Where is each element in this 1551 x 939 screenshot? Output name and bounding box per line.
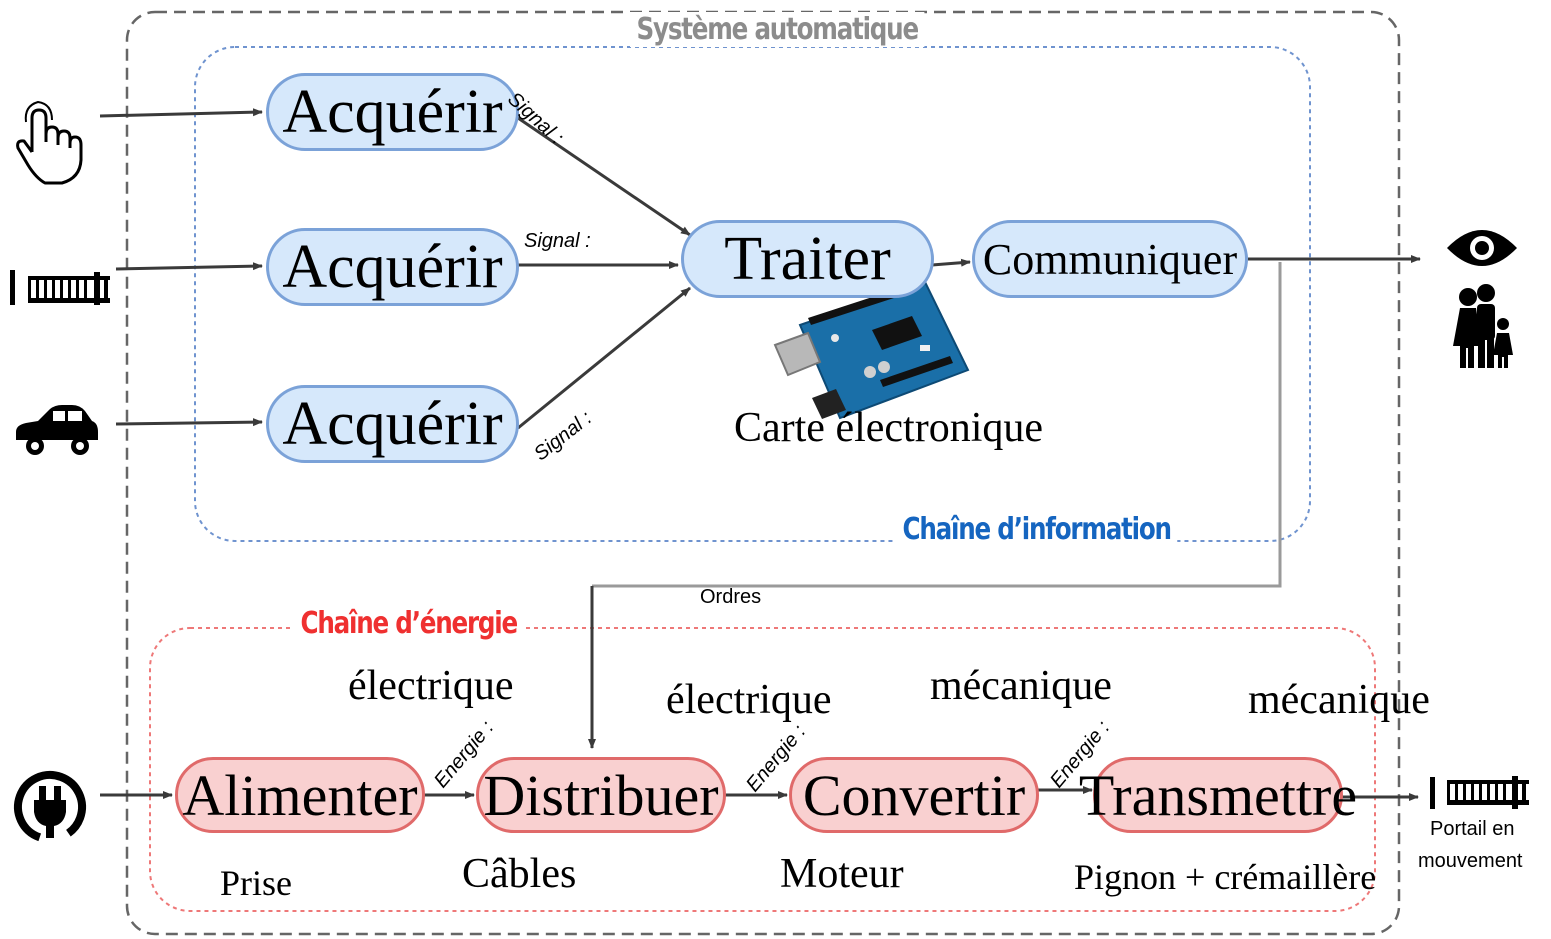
power-plug-icon [14, 771, 86, 843]
component-3: Moteur [780, 851, 904, 897]
gate-icon [10, 270, 110, 305]
component-2: Câbles [462, 851, 577, 897]
board-label: Carte électronique [734, 405, 1044, 451]
energy-type-1: électrique [348, 663, 514, 709]
transmit-label: Transmettre [1078, 762, 1358, 828]
acquire-label-1: Acquérir [282, 77, 503, 146]
family-icon [1453, 284, 1513, 368]
energy-type-3: mécanique [930, 663, 1112, 709]
acquire-label-2: Acquérir [282, 232, 503, 301]
acquire-box-3: Acquérir [266, 385, 519, 463]
output-gate-label-2: mouvement [1418, 850, 1523, 872]
hand-pointer-icon [16, 101, 83, 185]
acquire-box-2: Acquérir [266, 228, 519, 306]
energy-type-2: électrique [666, 677, 832, 723]
supply-label: Alimenter [182, 762, 418, 828]
car-icon [16, 405, 98, 455]
energy-chain-title: Chaîne d’énergie [294, 606, 524, 641]
gate-output-icon [1430, 776, 1529, 809]
arduino-board-icon [773, 280, 970, 420]
distribute-box: Distribuer [476, 757, 726, 833]
orders-label: Ordres [700, 586, 762, 608]
acquire-label-3: Acquérir [282, 389, 503, 458]
process-label: Traiter [724, 224, 891, 293]
supply-box: Alimenter [175, 757, 425, 833]
process-box: Traiter [681, 220, 934, 298]
component-1: Prise [220, 863, 292, 903]
communicate-label: Communiquer [982, 234, 1238, 284]
communicate-box: Communiquer [972, 220, 1248, 298]
component-4: Pignon + crémaillère [1074, 857, 1377, 897]
info-chain-title: Chaîne d’information [896, 512, 1178, 547]
system-title: Système automatique [630, 12, 925, 47]
output-gate-label-1: Portail en [1430, 818, 1515, 840]
transmit-box: Transmettre [1079, 757, 1357, 833]
energy-type-4: mécanique [1248, 677, 1430, 723]
eye-icon [1447, 230, 1517, 266]
convert-box: Convertir [789, 757, 1039, 833]
info-chain-frame [194, 46, 1311, 542]
convert-label: Convertir [802, 762, 1026, 828]
acquire-box-1: Acquérir [266, 73, 519, 151]
distribute-label: Distribuer [483, 762, 719, 828]
signal-label-2: Signal : [524, 230, 591, 252]
